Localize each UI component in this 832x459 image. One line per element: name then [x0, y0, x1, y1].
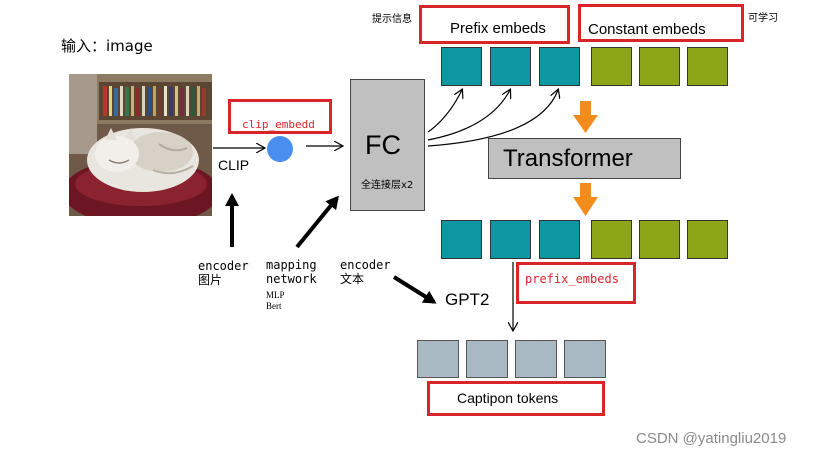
prefix-embeds-label: Prefix embeds	[450, 20, 546, 37]
mapping-line3: MLP	[266, 290, 285, 300]
gpt2-label: GPT2	[445, 290, 490, 309]
learnable-label: 可学习	[748, 13, 778, 24]
encoder-text-label: encoder 文本	[340, 258, 391, 286]
input-image	[69, 74, 212, 216]
prefix-embed-tile	[490, 220, 531, 259]
mapping-line4: Bert	[266, 301, 282, 311]
constant-embed-tile	[687, 47, 728, 86]
caption-token-tile	[417, 340, 459, 378]
encoder-text-line1: encoder	[340, 258, 391, 272]
caption-tokens-label: Captipon tokens	[457, 390, 559, 406]
prefix-embed-tile	[539, 47, 580, 86]
transformer-label: Transformer	[503, 145, 633, 172]
constant-embed-tile	[687, 220, 728, 259]
mapping-line2: network	[266, 272, 317, 286]
caption-tokens-box: Captipon tokens	[427, 381, 605, 416]
constant-embed-tile	[591, 47, 632, 86]
fc-block: FC 全连接层x2	[350, 79, 425, 211]
prefix-embed-tile	[441, 47, 482, 86]
clip-embedd-label: clip_embedd	[242, 118, 315, 131]
caption-token-tile	[466, 340, 508, 378]
mapping-line1: mapping	[266, 258, 317, 272]
constant-embed-tile	[639, 47, 680, 86]
constant-embeds-box: Constant embeds	[578, 4, 744, 42]
transformer-block: Transformer	[488, 138, 681, 179]
prefix-embeds-box: Prefix embeds	[419, 5, 570, 44]
clip-embedding-dot	[267, 136, 293, 162]
prefix-embeds-out-box: prefix_embeds	[516, 262, 636, 304]
caption-token-tile	[515, 340, 557, 378]
clip-label: CLIP	[218, 157, 250, 173]
orange-arrow-down	[573, 101, 598, 133]
clip-embedd-box: clip_embedd	[228, 99, 332, 134]
orange-arrow-down	[573, 183, 598, 216]
caption-token-tile	[564, 340, 606, 378]
hint-label: 提示信息	[372, 14, 412, 25]
encoder-text-arrow	[392, 275, 437, 304]
prefix-embeds-out-label: prefix_embeds	[525, 272, 619, 286]
prefix-embed-tile	[441, 220, 482, 259]
prefix-embed-tile	[490, 47, 531, 86]
encoder-text-line2: 文本	[340, 272, 365, 286]
fc-subtitle: 全连接层x2	[361, 180, 414, 191]
input-label: 输入：image	[61, 37, 153, 55]
sleeping-cat-icon	[69, 74, 212, 216]
constant-embeds-label: Constant embeds	[588, 21, 706, 38]
fc-title: FC	[365, 130, 401, 160]
encoder-image-line2: 图片	[198, 273, 223, 287]
constant-embed-tile	[639, 220, 680, 259]
fc-to-prefix-arrow	[427, 90, 510, 141]
encoder-image-label: encoder 图片	[198, 259, 249, 287]
watermark: CSDN @yatingliu2019	[636, 430, 787, 447]
encoder-image-line1: encoder	[198, 259, 249, 273]
mapping-network-label: mapping network MLP Bert	[266, 258, 317, 312]
prefix-embed-tile	[539, 220, 580, 259]
mapping-network-arrow	[295, 195, 339, 249]
fc-to-prefix-arrow	[427, 90, 462, 133]
constant-embed-tile	[591, 220, 632, 259]
